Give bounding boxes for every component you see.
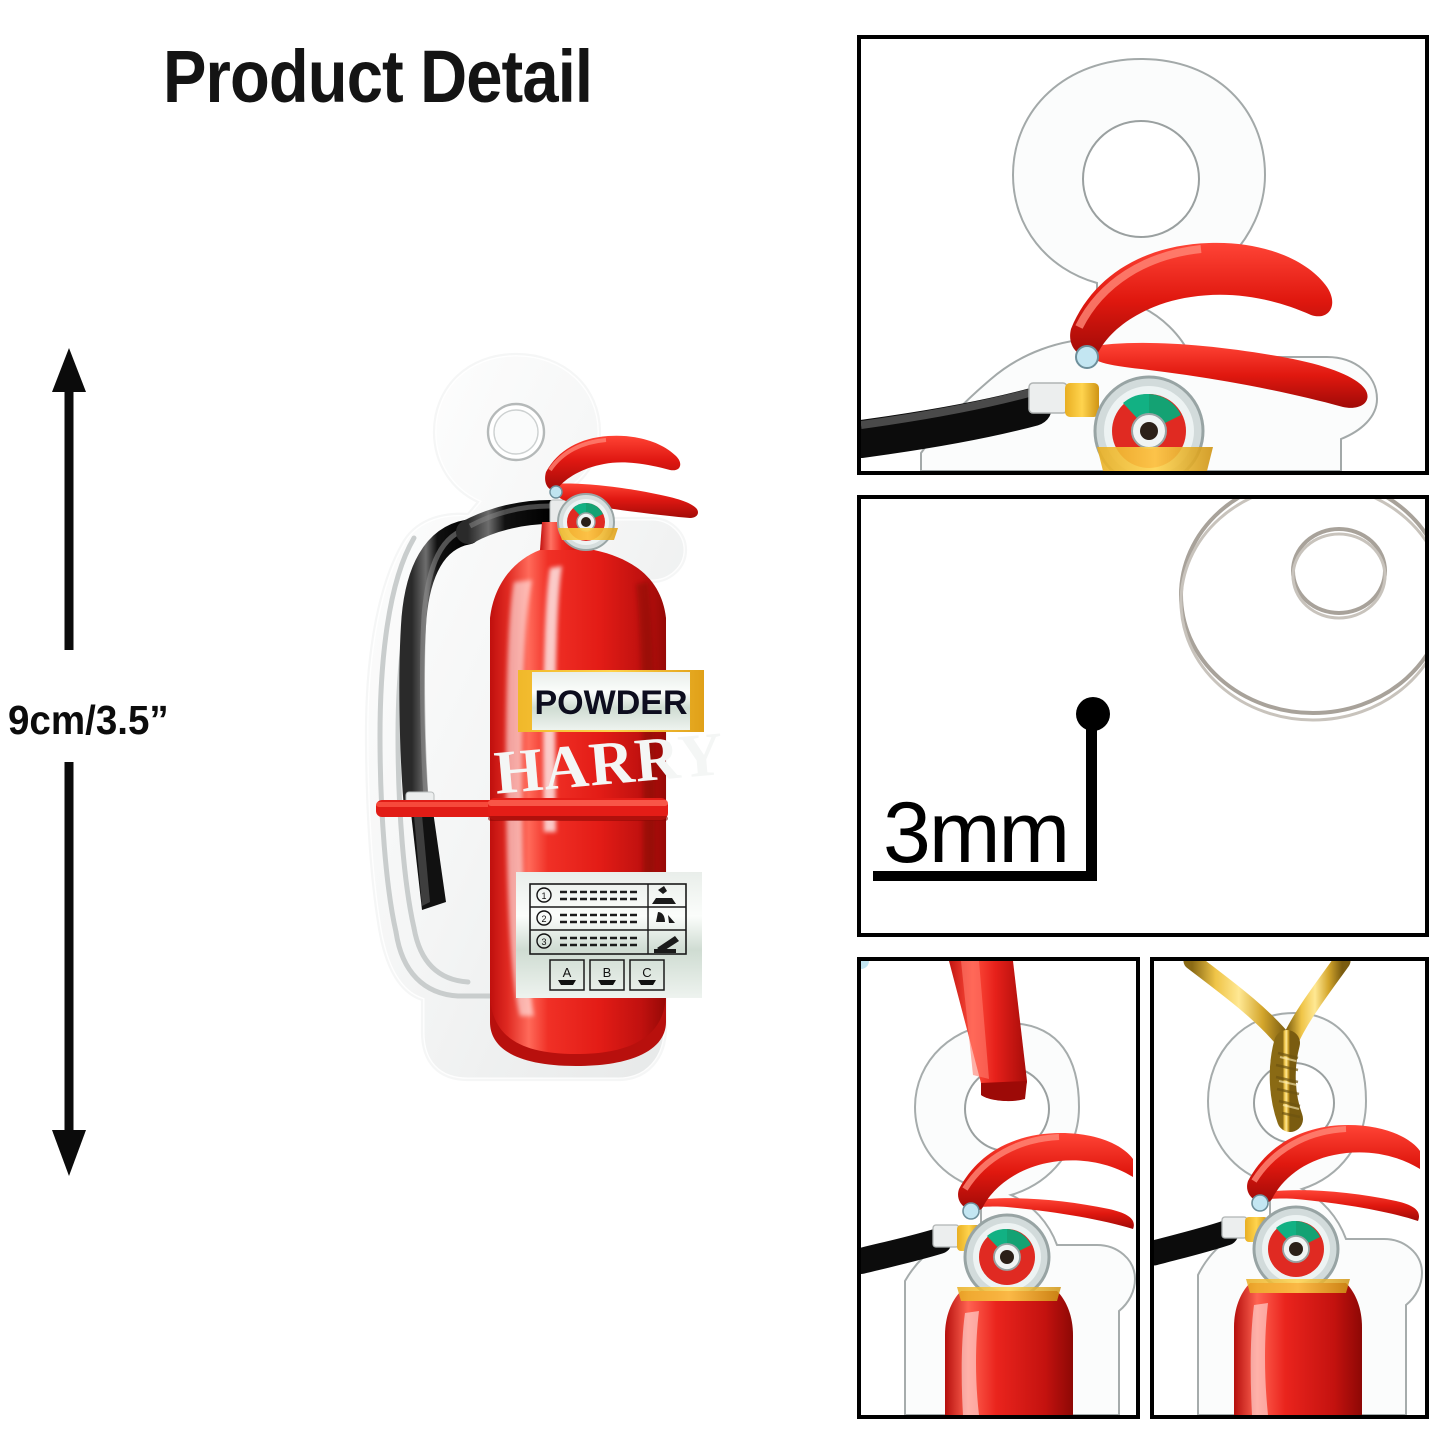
- pressure-gauge-cord-panel: [1252, 1205, 1340, 1293]
- powder-label-text: POWDER: [535, 684, 688, 722]
- pressure-gauge: [557, 493, 615, 551]
- panel-red-ribbon: [857, 957, 1140, 1419]
- gold-cord: [1183, 961, 1351, 1132]
- panel-acrylic-thickness: 3mm: [857, 495, 1429, 937]
- svg-text:3: 3: [541, 937, 546, 947]
- powder-label: POWDER: [518, 670, 704, 732]
- panel-handle-closeup: [857, 35, 1429, 475]
- valve-handle-assembly: [545, 435, 698, 551]
- svg-text:2: 2: [541, 914, 546, 924]
- thickness-leader-line: [873, 697, 1110, 881]
- instruction-label: 1 2 3: [516, 872, 702, 998]
- detail-panel-group: 3mm: [857, 35, 1429, 1419]
- metal-keyring: [1179, 499, 1425, 722]
- svg-text:B: B: [603, 965, 612, 980]
- red-ribbon: [949, 961, 1027, 1102]
- thickness-label: 3mm: [883, 785, 1070, 881]
- dimension-label: 9cm/3.5”: [8, 697, 169, 743]
- mounting-band-left: [376, 800, 496, 817]
- body-band: [488, 798, 668, 821]
- svg-text:A: A: [563, 965, 572, 980]
- pressure-gauge-ribbon-panel: [963, 1213, 1051, 1301]
- product-main-image: POWDER HARRY 1 2 3: [318, 332, 728, 1177]
- page-title: Product Detail: [163, 35, 593, 118]
- fire-class-symbols: A B C: [549, 959, 665, 991]
- height-dimension-arrow: [0, 330, 220, 1210]
- panel-gold-cord: [1150, 957, 1429, 1419]
- svg-text:C: C: [642, 965, 651, 980]
- svg-text:1: 1: [541, 891, 546, 901]
